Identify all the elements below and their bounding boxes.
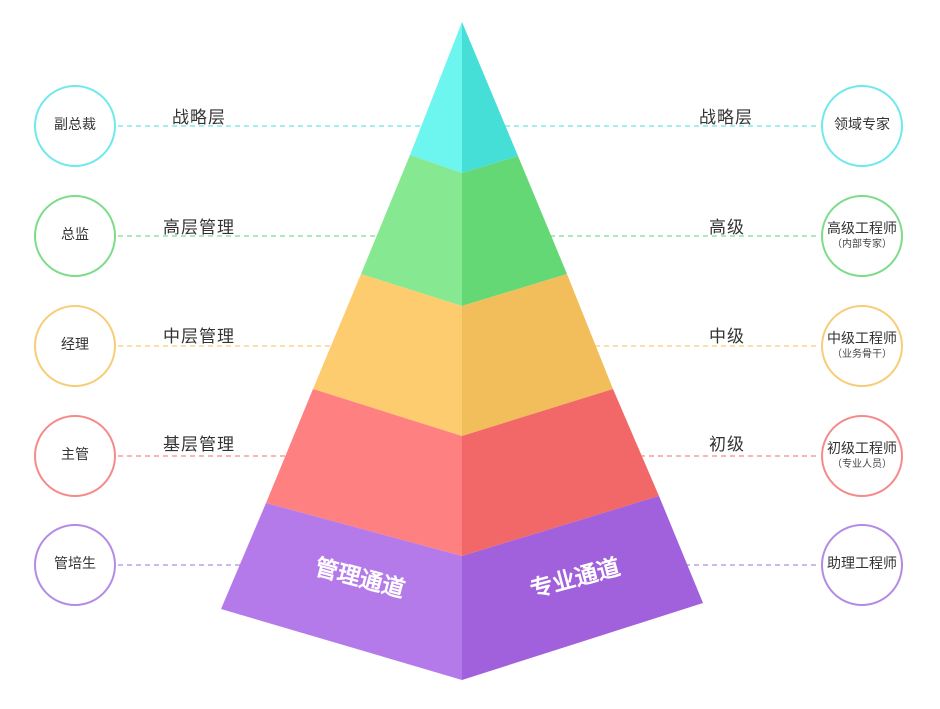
tier3-left-face: [313, 274, 462, 436]
role-circle-vice-president: 副总裁: [34, 85, 116, 167]
professional-level-strategic: 战略层: [699, 108, 753, 128]
tier1-left-face: [410, 22, 462, 173]
tier4-right-face: [462, 389, 659, 556]
tier4-left-face: [266, 389, 462, 556]
role-name: 总监: [61, 227, 89, 244]
professional-level-junior: 初级: [709, 435, 745, 455]
tier3-right-face: [462, 274, 613, 436]
role-circle-assistant-engineer: 助理工程师: [821, 524, 903, 606]
role-circle-management-trainee: 管培生: [34, 524, 116, 606]
tier2-left-face: [361, 155, 462, 306]
management-level-senior: 高层管理: [163, 218, 235, 238]
role-circle-junior-engineer: 初级工程师 （专业人员）: [821, 415, 903, 497]
role-name: 高级工程师: [827, 221, 897, 237]
management-level-strategic: 战略层: [172, 108, 226, 128]
role-name: 管培生: [54, 556, 96, 573]
role-circle-supervisor: 主管: [34, 415, 116, 497]
tier2-right-face: [462, 156, 567, 306]
role-name: 经理: [61, 337, 89, 354]
role-name: 初级工程师: [827, 441, 897, 457]
management-level-base: 基层管理: [163, 435, 235, 455]
role-note: （专业人员）: [832, 458, 892, 470]
role-circle-manager: 经理: [34, 305, 116, 387]
role-circle-domain-expert: 领域专家: [821, 85, 903, 167]
professional-level-middle: 中级: [709, 327, 745, 347]
role-circle-senior-engineer: 高级工程师 （内部专家）: [821, 195, 903, 277]
tier5-left-face: [221, 503, 462, 680]
role-note: （内部专家）: [832, 238, 892, 250]
role-name: 主管: [61, 447, 89, 464]
professional-level-senior: 高级: [709, 218, 745, 238]
role-name: 助理工程师: [827, 556, 897, 573]
role-note: （业务骨干）: [832, 348, 892, 360]
role-circle-mid-engineer: 中级工程师 （业务骨干）: [821, 305, 903, 387]
role-circle-director: 总监: [34, 195, 116, 277]
tier5-right-face: [462, 496, 703, 680]
role-name: 领域专家: [834, 117, 890, 134]
management-level-middle: 中层管理: [163, 327, 235, 347]
role-name: 副总裁: [54, 117, 96, 134]
role-name: 中级工程师: [827, 331, 897, 347]
tier1-right-face: [462, 22, 518, 173]
